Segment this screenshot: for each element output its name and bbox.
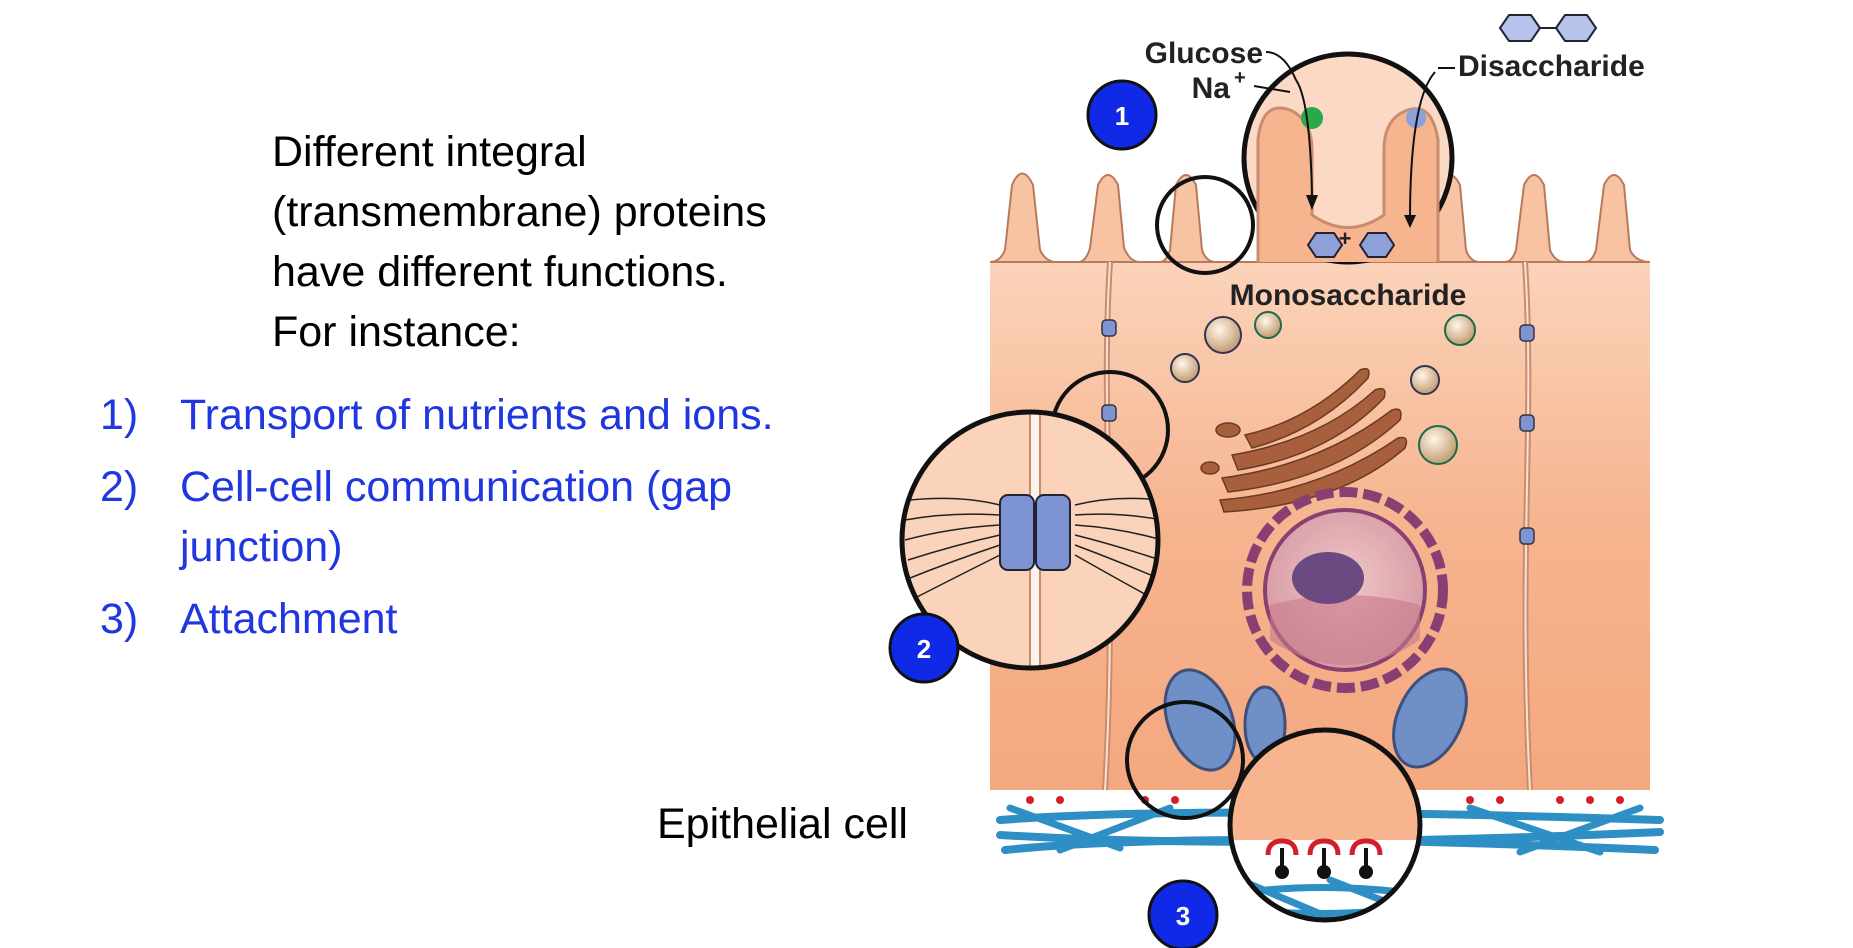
badge-2-label: 2 (917, 634, 931, 664)
golgi-apparatus (1200, 367, 1408, 513)
intro-line: For instance: (272, 308, 521, 356)
list-item-number: 2) (100, 463, 139, 511)
sodium-charge-label: + (1234, 67, 1246, 89)
list-item: 3) Attachment (100, 589, 774, 649)
zoom-gap-junction (899, 370, 1170, 671)
list-item-text: Transport of nutrients and ions. (180, 391, 774, 439)
badge-2: 2 (888, 612, 960, 684)
monosaccharide-label: Monosaccharide (1230, 279, 1467, 312)
list-item-text: Attachment (180, 595, 398, 643)
list-item: 1) Transport of nutrients and ions. (100, 385, 774, 457)
disaccharide-label: Disaccharide (1458, 50, 1645, 83)
list-item-number: 1) (100, 391, 139, 439)
mitochondria (1163, 667, 1468, 772)
intro-text: Different integral (transmembrane) prote… (272, 122, 767, 362)
intro-line: (transmembrane) proteins (272, 188, 767, 236)
intro-line: have different functions. (272, 248, 728, 296)
list-item-number: 3) (100, 595, 139, 643)
badge-1: 1 (1086, 79, 1158, 151)
plus-label: + (1339, 226, 1352, 251)
vesicles (1170, 311, 1476, 465)
zoom-transport: + Glucose Na + Disaccharide Monosacchari… (1145, 14, 1645, 312)
badge-3: 3 (1147, 879, 1219, 948)
list-item-text: Cell-cell communication (gap (180, 463, 733, 511)
sodium-label: Na (1192, 72, 1231, 105)
intro-line: Different integral (272, 128, 587, 176)
list-item-text: junction) (180, 523, 343, 571)
function-list: 1) Transport of nutrients and ions. 2) C… (100, 385, 774, 649)
list-item: 2) Cell-cell communication (gap junction… (100, 457, 774, 589)
nucleus (1242, 487, 1448, 693)
epithelial-cell-caption: Epithelial cell (657, 800, 908, 848)
badge-3-label: 3 (1176, 901, 1190, 931)
glucose-label: Glucose (1145, 37, 1263, 70)
badge-1-label: 1 (1115, 101, 1129, 131)
